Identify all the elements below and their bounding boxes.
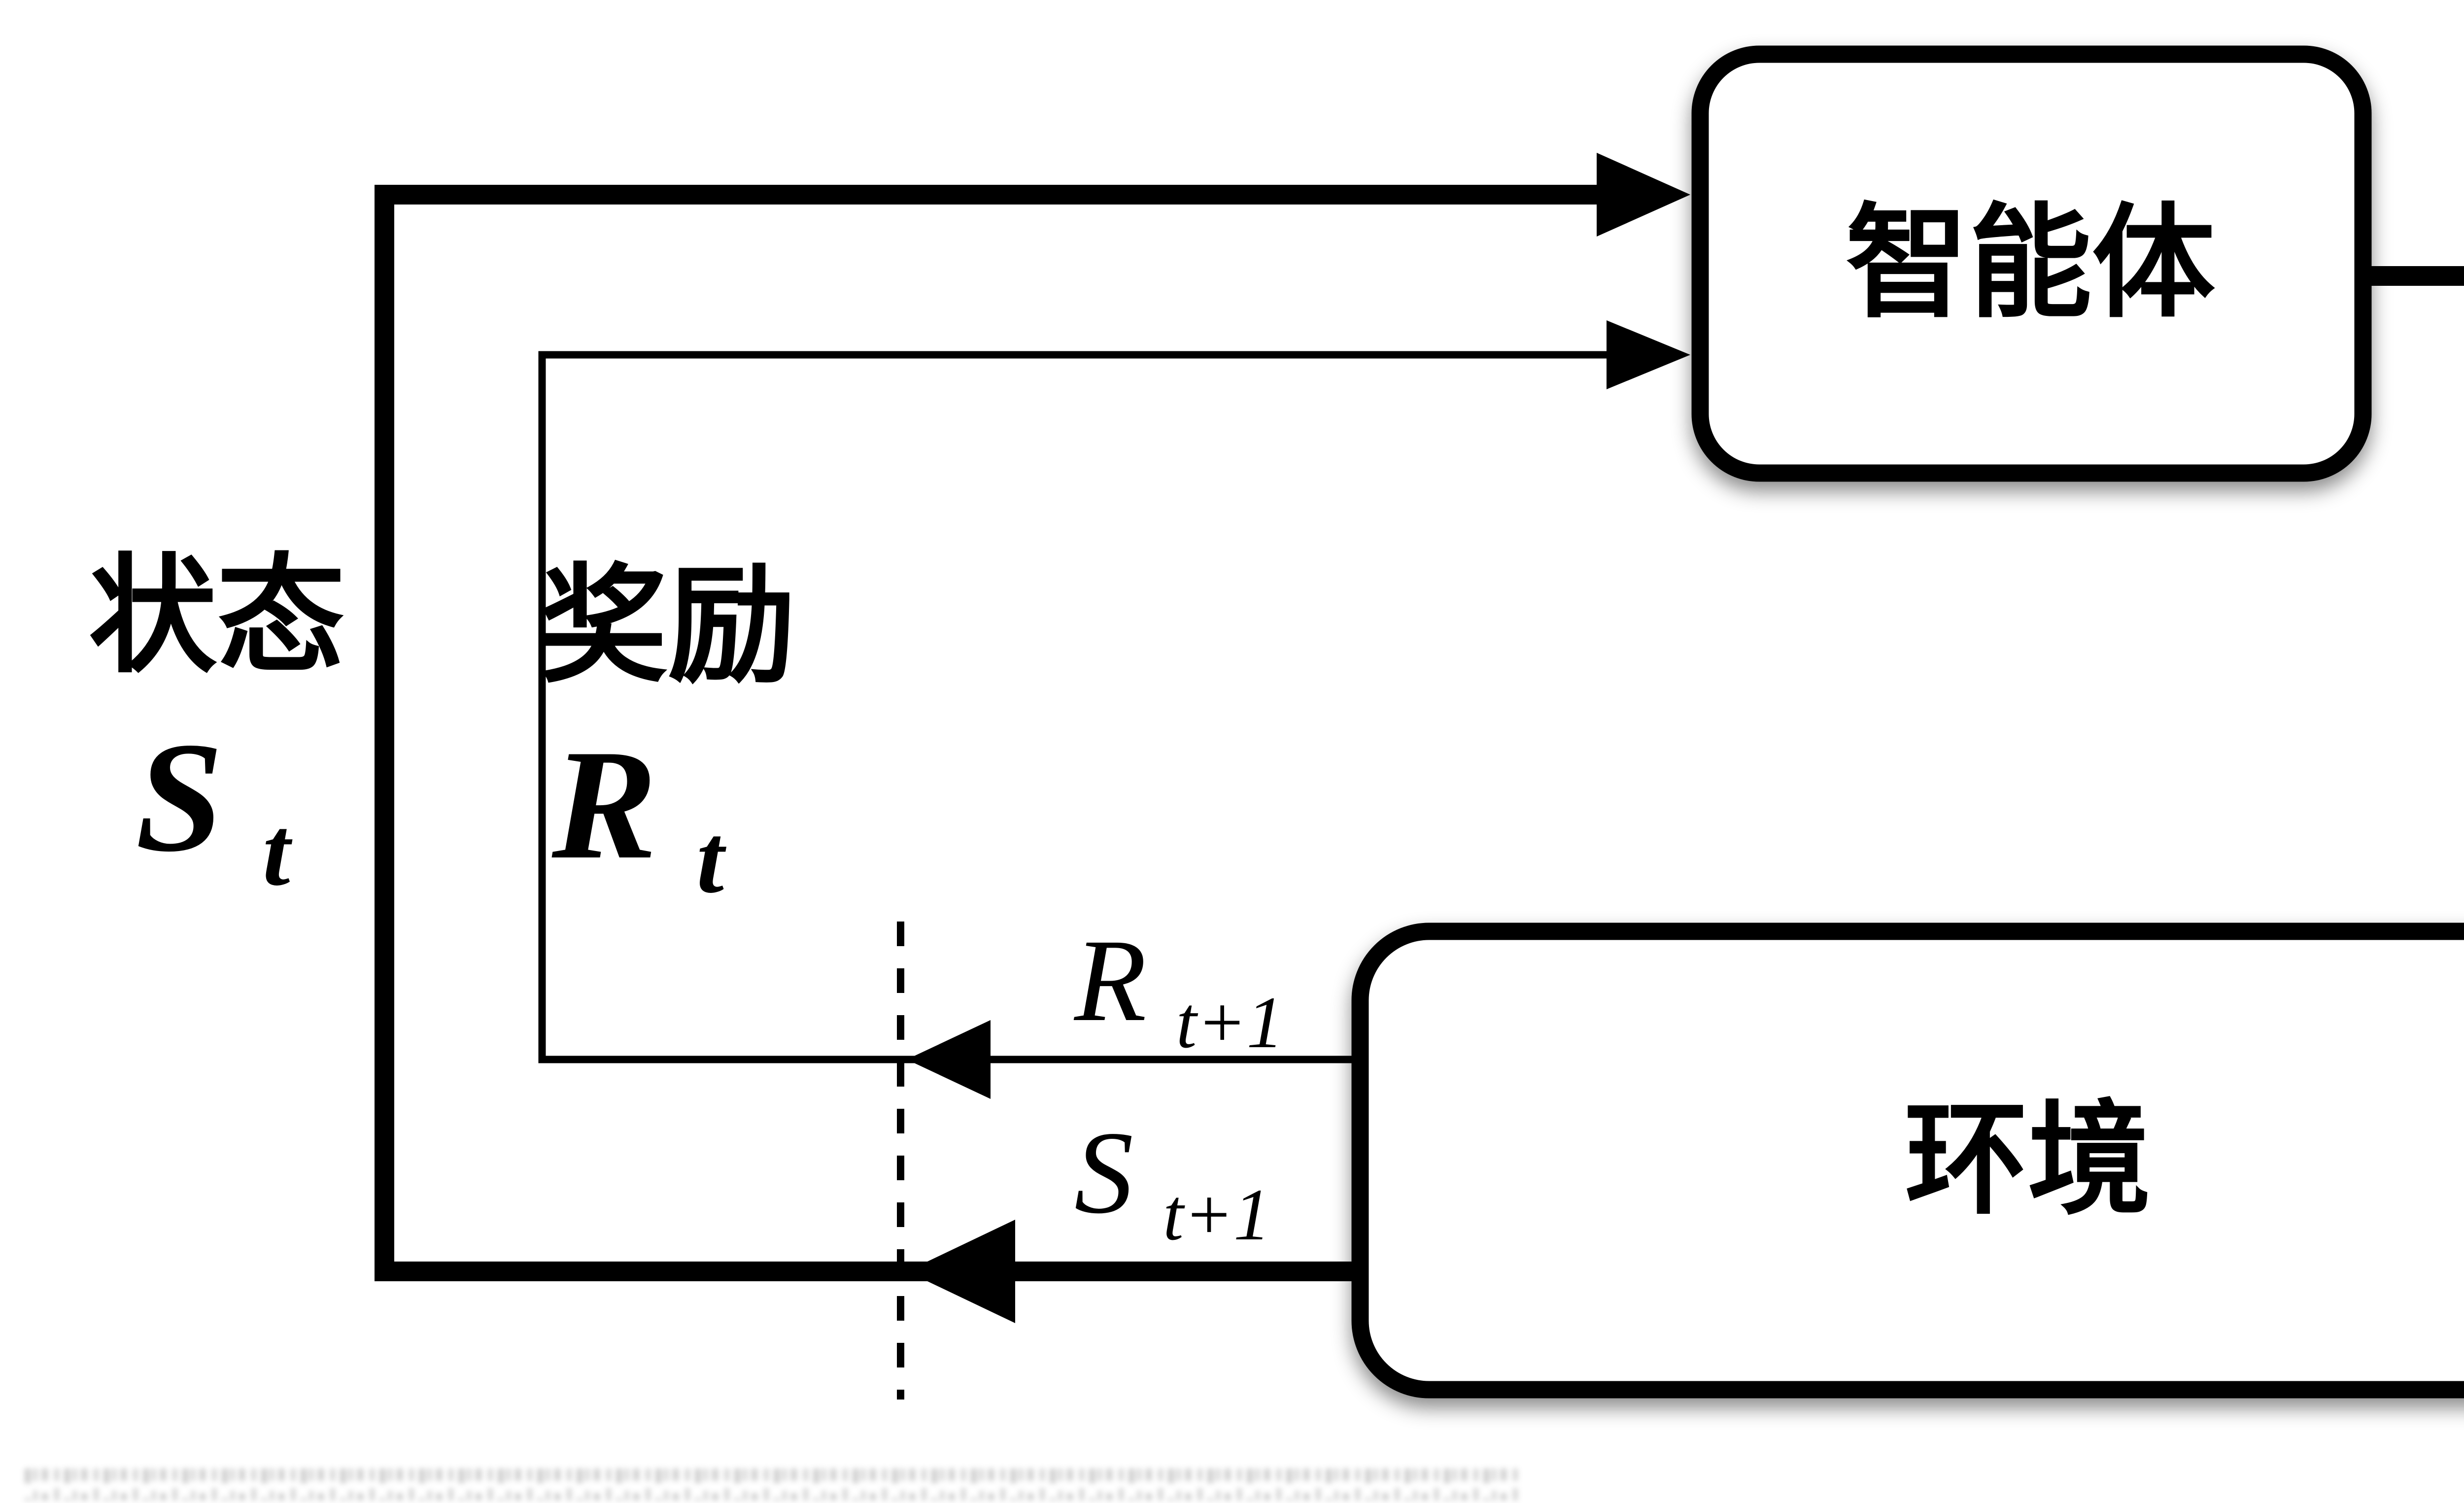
agent-box (1691, 45, 2372, 482)
state-symbol-base: S (136, 710, 223, 885)
state-to-agent-arrowhead (1597, 153, 1690, 237)
state-symbol: S t (136, 710, 293, 906)
cutoff-caption-remnant (20, 1469, 1518, 1501)
state-symbol-sub: t (263, 797, 293, 906)
next-state-symbol-sub: t+1 (1163, 1174, 1270, 1256)
reward-label: 奖励 (540, 556, 796, 698)
next-reward-symbol-sub: t+1 (1176, 982, 1284, 1063)
reward-symbol-base: R (549, 717, 657, 892)
reward-symbol: R t (549, 717, 726, 914)
next-reward-symbol: R t+1 (1073, 915, 1284, 1063)
agent-box-label: 智能体 (1846, 196, 2215, 333)
next-state-symbol: S t+1 (1074, 1107, 1270, 1256)
reward-loop (538, 320, 1690, 1099)
reward-label-group: 奖励 R t (540, 556, 796, 914)
next-state-symbol-base: S (1074, 1107, 1133, 1238)
next-reward-crossing-arrowhead (907, 1020, 991, 1099)
reward-to-agent-arrowhead (1607, 320, 1690, 389)
state-label-group: 状态 S t (89, 547, 345, 906)
state-loop (375, 153, 1690, 1323)
state-label: 状态 (89, 547, 345, 688)
environment-box-label: 环境 (1905, 1093, 2151, 1230)
next-state-crossing-arrowhead (907, 1220, 1015, 1323)
reward-symbol-sub: t (696, 805, 726, 914)
environment-box (1351, 922, 2464, 1399)
next-reward-symbol-base: R (1073, 915, 1147, 1046)
state-loop-line (375, 185, 1607, 1281)
